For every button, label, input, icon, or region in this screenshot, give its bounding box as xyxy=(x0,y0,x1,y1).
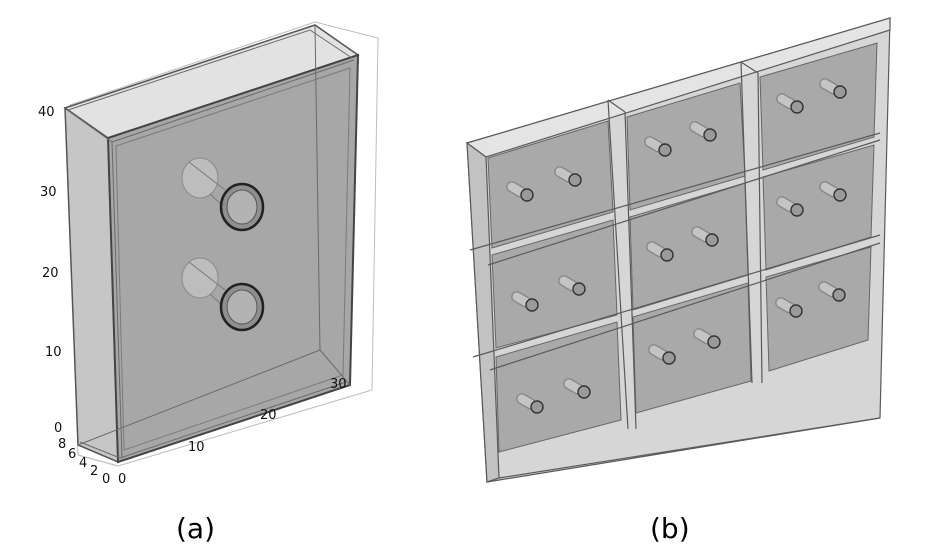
axis-x-tick-10: 10 xyxy=(188,440,205,455)
axis-y-tick-6: 6 xyxy=(68,447,76,462)
axis-y-tick-0: 0 xyxy=(102,472,110,487)
panel-b-caption: (b) xyxy=(650,512,690,545)
axis-z-tick-30: 30 xyxy=(40,185,57,200)
axis-z-tick-40: 40 xyxy=(38,105,55,120)
panel-b-model: (b) xyxy=(465,17,891,545)
panel-b-slab-faces xyxy=(487,42,878,453)
panel-a-hole-upper xyxy=(181,157,265,232)
panel-b-hole-pairs xyxy=(506,78,847,414)
panel-a-hole-lower xyxy=(181,257,265,332)
axis-x-tick-0: 0 xyxy=(118,472,126,487)
axis-z-tick-20: 20 xyxy=(42,266,59,281)
panel-a-inner-frame xyxy=(115,67,351,451)
axis-x-tick-30: 30 xyxy=(330,377,347,392)
panel-a-caption: (a) xyxy=(176,512,215,545)
axis-y-tick-8: 8 xyxy=(58,437,66,452)
axis-z-tick-0: 0 xyxy=(54,421,62,436)
axis-y-tick-4: 4 xyxy=(79,456,87,471)
axis-z-tick-10: 10 xyxy=(45,345,62,360)
panel-b-grid-lines xyxy=(469,61,881,479)
panel-a-model: 0 10 20 30 40 8 6 4 2 0 0 10 20 30 (a) xyxy=(38,21,379,545)
axis-y-tick-2: 2 xyxy=(90,464,98,479)
axis-x-tick-20: 20 xyxy=(260,408,277,423)
